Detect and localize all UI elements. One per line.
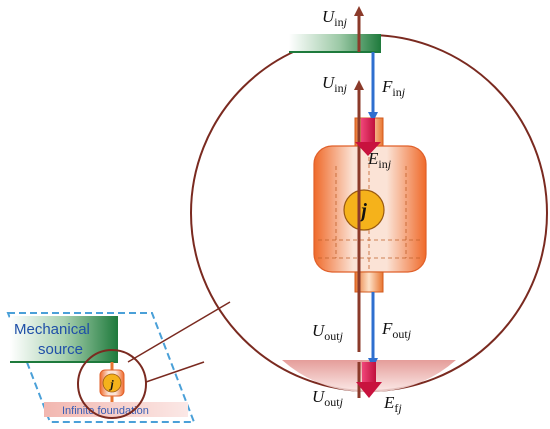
e-in-arrowhead [355,142,381,156]
mechanical-source-label-line2: source [38,341,83,358]
u-in-top-arrowhead [354,6,364,16]
u-out-bottom-label: Uoutj [312,387,344,409]
e-f-arrowhead [356,382,382,398]
e-in-label: Einj [367,149,392,171]
u-in-arrowhead [354,80,364,90]
top-source-bar [289,34,381,52]
e-f-shaft [362,362,376,384]
energy-arrows [355,118,382,398]
infinite-foundation-block [44,402,188,417]
small-zoom-circle [77,349,147,419]
u-in-top-label: Uinj [322,7,348,29]
zoom-view: j Uinj Uinj [190,6,548,415]
connector-lower [145,361,205,383]
inset-dashed-outline [6,312,196,423]
f-in-label: Finj [381,77,406,99]
zoom-connectors [127,301,231,383]
node-circle [343,189,385,231]
small-node-label: j [108,377,114,391]
internal-dashed-lines [318,150,422,270]
small-node-circle [102,373,122,393]
e-f-label: Efj [383,393,402,415]
displacement-arrows [354,6,364,398]
bottom-shaft [354,271,384,293]
e-in-shaft [361,118,375,144]
u-in-label: Uinj [322,73,348,95]
infinite-foundation-label: Infinite foundation [62,405,149,417]
u-out-label: Uoutj [312,321,344,343]
inset-view: Mechanical source Infinite foundation j [6,312,196,423]
f-in-arrowhead [368,112,378,122]
node-label: j [358,200,367,222]
f-out-label: Foutj [381,319,412,341]
mechanical-source-block [10,316,118,362]
connector-upper [127,301,231,363]
mechanical-source-label-line1: Mechanical [14,321,90,338]
